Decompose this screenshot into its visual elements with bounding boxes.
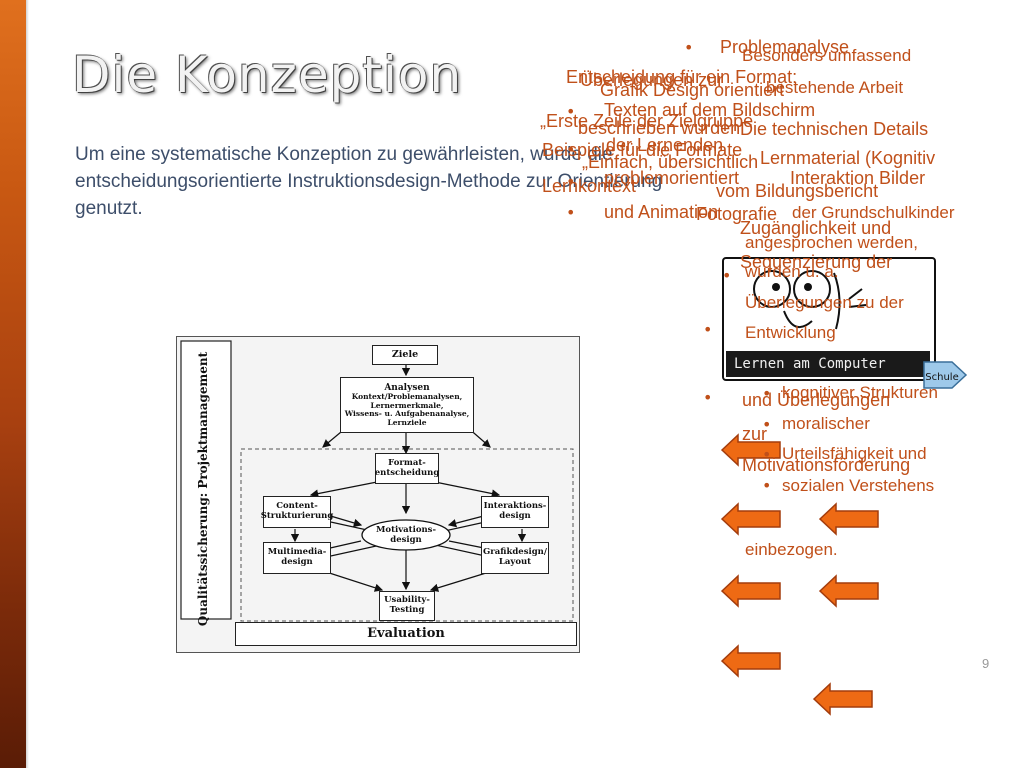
- bullet-marker: •: [566, 172, 576, 191]
- orange-left-arrow-icon: [720, 574, 781, 608]
- overlay-text: angesprochen werden,: [745, 233, 918, 252]
- sidebar-shadow: [26, 0, 29, 768]
- overlay-text: Sequenzierung der: [740, 252, 893, 272]
- bullet-marker: •: [684, 38, 694, 57]
- bullet-marker: •: [722, 266, 732, 285]
- overlay-text: Texten auf dem Bildschirm: [604, 100, 816, 120]
- box-ziele: Ziele: [372, 345, 438, 365]
- bullet-marker: •: [762, 476, 772, 495]
- overlay-text: problemorientiert: [604, 168, 740, 188]
- slide-body-text: Um eine systematische Konzeption zu gewä…: [75, 144, 663, 219]
- bullet-marker: •: [566, 140, 576, 159]
- motivation-line-1: Motivations-: [376, 525, 436, 536]
- overlay-text: Problemanalyse: [720, 37, 850, 57]
- analysen-line: Lernermerkmale,: [370, 400, 444, 410]
- slide-sidebar-bar: [0, 0, 26, 768]
- slide-title: Die Konzeption: [72, 46, 463, 104]
- bullet-marker: •: [762, 445, 772, 464]
- interaktion-line-2: design: [499, 511, 531, 521]
- grafik-line-1: Grafikdesign/: [483, 547, 547, 558]
- overlay-text: sozialen Verstehens: [782, 476, 935, 495]
- schule-sign-label: Schule: [925, 372, 958, 383]
- overlay-text: Motivationsförderung: [742, 455, 911, 475]
- bullet-marker: •: [762, 384, 772, 403]
- motivation-line-2: design: [390, 535, 422, 545]
- overlay-text: Entscheidung für ein Format:: [566, 67, 798, 87]
- instructional-design-diagram: Qualitätssicherung: Projektmanagement Zi…: [176, 336, 580, 653]
- overlay-text: einbezogen.: [745, 540, 838, 559]
- content-line-2: Strukturierung: [260, 511, 334, 521]
- bullet-marker: •: [566, 203, 576, 222]
- box-interaktion: Interaktions- design: [481, 496, 549, 528]
- usability-line-2: Testing: [389, 605, 425, 615]
- side-label: Qualitätssicherung: Projektmanagement: [196, 351, 210, 626]
- overlay-text: Die technischen Details: [740, 119, 929, 139]
- bullet-marker: •: [566, 102, 576, 121]
- overlay-text: Grafik Design orientiert: [600, 80, 785, 100]
- box-evaluation: Evaluation: [235, 622, 577, 646]
- format-line-2: entscheidung: [374, 467, 440, 478]
- overlay-text: bestehende Arbeit: [766, 78, 904, 97]
- overlay-text: wurden u. a.: [745, 262, 839, 281]
- orange-left-arrow-icon: [720, 502, 781, 536]
- box-multimedia: Multimedia- design: [263, 542, 331, 574]
- orange-left-arrow-icon: [720, 433, 781, 467]
- usability-line-1: Usability-: [384, 595, 430, 606]
- overlay-text: Überlegungen zur: [580, 70, 724, 90]
- overlay-text: Überlegungen zu der: [745, 293, 904, 312]
- box-format: Format- entscheidung: [375, 453, 439, 484]
- overlay-text: vom Bildungsbericht: [716, 181, 879, 201]
- bullet-marker: •: [703, 388, 713, 407]
- overlay-text: und Überlegungen: [742, 390, 891, 410]
- cartoon-face-icon: [753, 270, 867, 330]
- overlay-text: Urteilsfähigkeit und: [782, 444, 927, 463]
- overlay-text: Fotografie: [696, 204, 778, 224]
- overlay-text: der Grundschulkinder: [792, 203, 955, 222]
- box-analysen: Analysen Kontext/Problemanalysen, Lerner…: [340, 377, 474, 433]
- grafik-line-2: Layout: [498, 557, 532, 567]
- motivationsdesign-ellipse-label: Motivations- design: [363, 522, 449, 550]
- orange-left-arrow-icon: [818, 502, 879, 536]
- schule-sign-icon: Schule: [923, 361, 968, 389]
- analysen-line: Kontext/Problemanalysen,: [351, 391, 463, 401]
- analysen-line: Wissens- u. Aufgabenanalyse,: [344, 409, 470, 419]
- overlay-text: Lernkontext: [542, 176, 637, 196]
- overlay-text: Beispiele für die Formate: [542, 140, 743, 160]
- overlay-text: und Animation: [604, 202, 719, 222]
- overlay-text: der Lernenden: [606, 135, 724, 155]
- analysen-title: Analysen: [384, 382, 430, 393]
- multimedia-line-2: design: [281, 557, 313, 567]
- format-line-1: Format-: [388, 457, 426, 468]
- orange-left-arrow-icon: [812, 682, 873, 716]
- overlay-text: „Erste Zeile der Zielgruppe: [540, 111, 754, 131]
- bullet-marker: •: [703, 320, 713, 339]
- cartoon-caption: Lernen am Computer: [726, 351, 930, 377]
- orange-left-arrow-icon: [818, 574, 879, 608]
- page-number: 9: [982, 656, 990, 671]
- analysen-line: Lernziele: [387, 417, 427, 427]
- multimedia-line-1: Multimedia-: [267, 547, 327, 558]
- box-content: Content- Strukturierung: [260, 496, 334, 528]
- overlay-text: Lernmaterial (Kognitiv: [760, 148, 936, 168]
- overlay-text: zur: [742, 424, 768, 444]
- overlay-text: Zugänglichkeit und: [740, 218, 892, 238]
- overlay-text: Besonders umfassend: [742, 46, 912, 65]
- overlay-text: Entwicklung: [745, 323, 836, 342]
- box-grafikdesign: Grafikdesign/ Layout: [481, 542, 549, 574]
- interaktion-line-1: Interaktions-: [483, 501, 547, 512]
- overlay-text: moralischer: [782, 414, 870, 433]
- overlay-text: beschrieben wurden: [578, 118, 741, 138]
- content-line-1: Content-: [276, 501, 318, 512]
- orange-left-arrow-icon: [720, 644, 781, 678]
- overlay-text: kognitiver Strukturen: [782, 383, 938, 402]
- overlay-text: „Einfach, übersichtlich: [582, 152, 759, 172]
- box-usability: Usability- Testing: [379, 591, 435, 621]
- bullet-marker: •: [762, 415, 772, 434]
- overlay-text: Interaktion Bilder: [790, 168, 926, 188]
